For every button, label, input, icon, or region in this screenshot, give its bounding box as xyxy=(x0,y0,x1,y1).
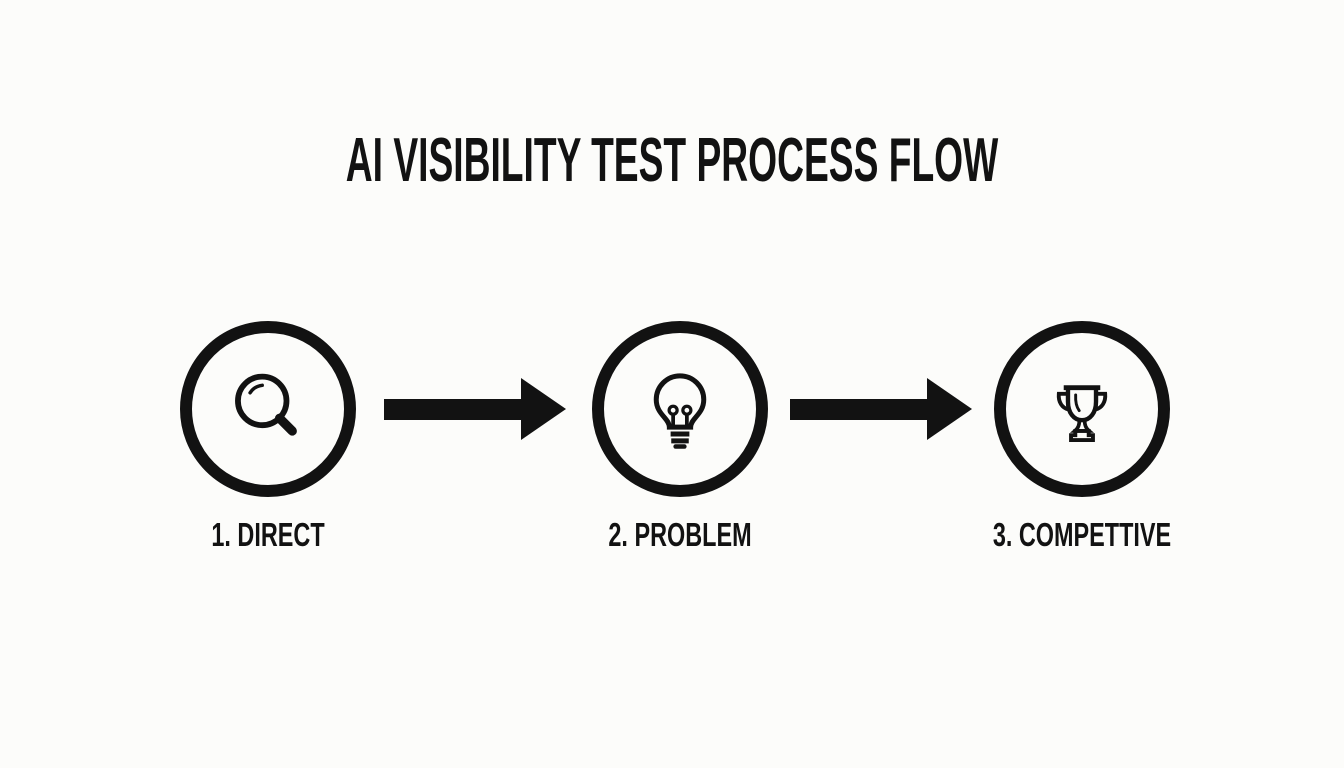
process-step-3-circle xyxy=(994,321,1170,497)
flow-arrow-2 xyxy=(790,378,972,440)
arrow-shaft xyxy=(384,398,521,420)
step-label-2: 2. PROBLEM xyxy=(608,516,752,553)
flow-arrow-1 xyxy=(384,378,566,440)
search-icon xyxy=(235,373,297,436)
step-label-1: 1. DIRECT xyxy=(211,516,325,553)
process-step-2-circle xyxy=(592,321,768,497)
process-step-1-circle xyxy=(180,321,356,497)
trophy-icon xyxy=(1056,385,1108,443)
step-label-3: 3. COMPETTIVE xyxy=(992,516,1172,553)
arrow-head-icon xyxy=(521,378,566,440)
diagram-title: AI VISIBILITY TEST PROCESS FLOW xyxy=(345,126,999,195)
arrow-head-icon xyxy=(927,378,972,440)
arrow-shaft xyxy=(790,398,927,420)
lightbulb-icon xyxy=(653,373,707,449)
